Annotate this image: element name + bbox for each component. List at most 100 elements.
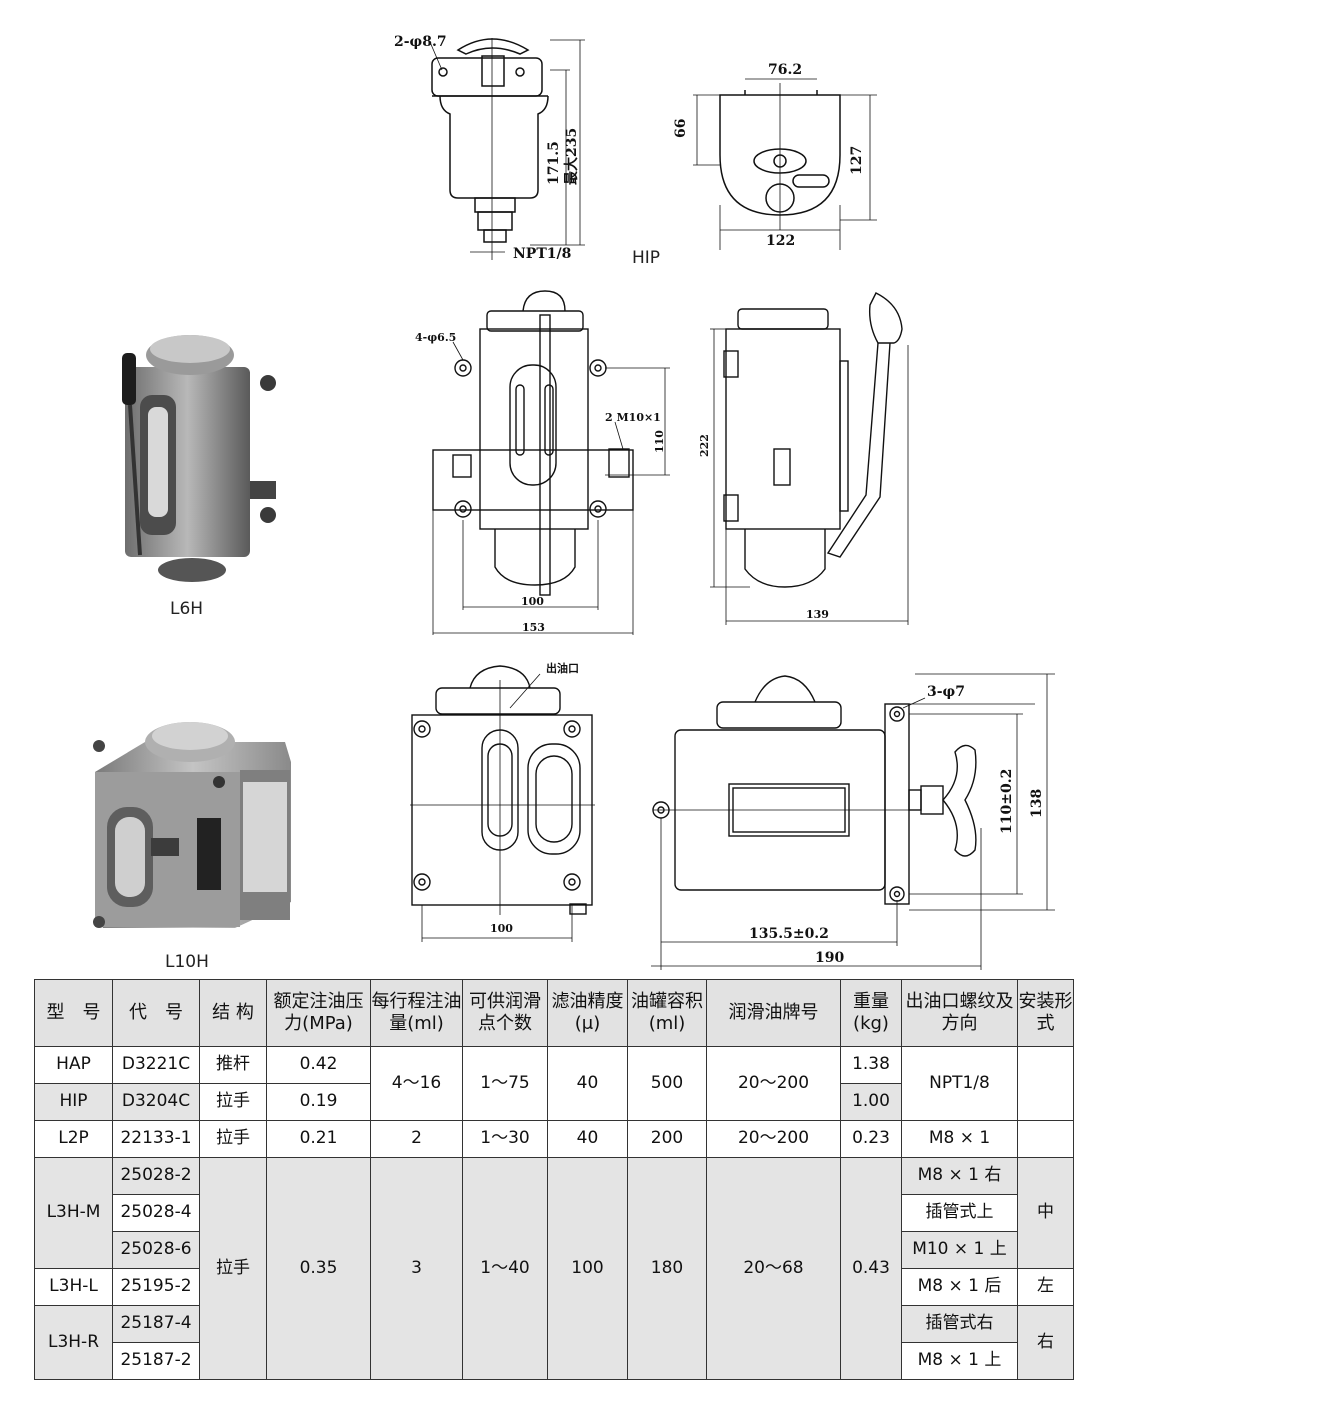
header-filter: 滤油精度(μ) [547, 979, 628, 1047]
table-row-l3h-m-3: 25028-6 M10 × 1 上 [35, 1231, 1074, 1269]
l6h-110-label: 110 [653, 430, 666, 453]
cell-mount: 左 [1017, 1268, 1074, 1306]
hip-thread-label: NPT1/8 [513, 246, 571, 262]
cell-weight: 1.00 [840, 1083, 902, 1121]
cell-oil: 20～200 [706, 1046, 841, 1121]
cell-thread: 插管式上 [901, 1194, 1018, 1232]
header-mount: 安装形式 [1017, 979, 1074, 1047]
l10h-outlet-label: 出油口 [546, 661, 579, 675]
cell-thread: NPT1/8 [901, 1046, 1018, 1121]
table-row-hap: HAP D3221C 推杆 0.42 4～16 1～75 40 500 20～2… [34, 1046, 1074, 1121]
cell-code: 25187-4 [112, 1305, 200, 1343]
l10h-front-drawing: 出油口 100 [410, 661, 595, 942]
cell-structure: 拉手 [199, 1120, 267, 1158]
cell-pressure: 0.21 [266, 1120, 371, 1158]
l10h-holes-label: 3-φ7 [927, 684, 965, 700]
hip-top-width-label: 76.2 [768, 62, 802, 78]
cell-tank: 200 [627, 1120, 707, 1158]
l10h-100-label: 100 [490, 922, 513, 935]
l10h-135-label: 135.5±0.2 [749, 926, 829, 942]
cell-mount: 右 [1017, 1305, 1074, 1380]
header-volume: 每行程注油量(ml) [370, 979, 463, 1047]
hip-max-label: 最大235 [563, 128, 580, 185]
cell-model: HAP [34, 1046, 113, 1084]
cell-structure: 推杆 [199, 1046, 267, 1084]
caption-l6h: L6H [170, 599, 204, 619]
hip-holes-label: 2-φ8.7 [394, 34, 447, 50]
cell-thread: M8 × 1 上 [901, 1342, 1018, 1380]
hip-122-label: 122 [766, 233, 795, 249]
cell-oil: 20～68 [706, 1157, 841, 1380]
l10h-side-drawing: 3-φ7 110±0.2 138 135.5±0.2 190 [651, 673, 1055, 970]
cell-code: D3204C [112, 1083, 200, 1121]
cell-thread: M8 × 1 右 [901, 1157, 1018, 1195]
cell-thread: M8 × 1 [901, 1120, 1018, 1158]
cell-filter: 100 [547, 1157, 628, 1380]
header-code: 代 号 [112, 979, 200, 1047]
table-row-l3h-m-1: L3H-M 25028-2 拉手 0.35 3 1～40 100 180 20～… [34, 1157, 1074, 1380]
cell-model: L3H-M [34, 1157, 113, 1269]
cell-tank: 180 [627, 1157, 707, 1380]
cell-code: 25195-2 [112, 1268, 200, 1306]
l10h-photo [93, 722, 291, 928]
l6h-222-label: 222 [698, 434, 711, 457]
cell-weight: 1.38 [840, 1046, 902, 1084]
table-row-l3h-r-2: 25187-2 M8 × 1 上 [35, 1342, 1074, 1380]
cell-code: 25187-2 [112, 1342, 200, 1380]
l6h-139-label: 139 [806, 608, 829, 621]
cell-model: L2P [34, 1120, 113, 1158]
cell-filter: 40 [547, 1120, 628, 1158]
cell-code: 22133-1 [112, 1120, 200, 1158]
header-weight: 重量(kg) [840, 979, 902, 1047]
cell-code: 25028-2 [112, 1157, 200, 1195]
spec-table: 型 号 代 号 结 构 额定注油压力(MPa) 每行程注油量(ml) 可供润滑点… [34, 979, 1074, 1380]
cell-filter: 40 [547, 1046, 628, 1121]
l6h-front-drawing: 4-φ6.5 2 M10×1 110 100 153 [415, 290, 670, 635]
l10h-110-label: 110±0.2 [999, 769, 1015, 834]
table-row-l3h-m-2: 25028-4 插管式上 [35, 1194, 1074, 1232]
cell-volume: 4～16 [370, 1046, 463, 1121]
header-structure: 结 构 [199, 979, 267, 1047]
l6h-153-label: 153 [522, 621, 545, 634]
l10h-190-label: 190 [815, 950, 844, 966]
hip-front-drawing: 2-φ8.7 171.5 最大235 NPT1/8 [394, 34, 585, 262]
l6h-100-label: 100 [521, 595, 544, 608]
cell-mount [1017, 1120, 1074, 1158]
l6h-side-drawing: 222 139 [698, 292, 909, 625]
cell-structure: 拉手 [199, 1157, 267, 1380]
cell-code: 25028-6 [112, 1231, 200, 1269]
cell-mount [1017, 1046, 1074, 1121]
cell-tank: 500 [627, 1046, 707, 1121]
cell-model: HIP [34, 1083, 113, 1121]
table-row-l2p: L2P 22133-1 拉手 0.21 2 1～30 40 200 20～200… [34, 1120, 1074, 1158]
cell-code: 25028-4 [112, 1194, 200, 1232]
cell-oil: 20～200 [706, 1120, 841, 1158]
header-tank: 油罐容积(ml) [627, 979, 707, 1047]
cell-thread: M10 × 1 上 [901, 1231, 1018, 1269]
cell-model: L3H-L [34, 1268, 113, 1306]
header-oil: 润滑油牌号 [706, 979, 841, 1047]
cell-volume: 3 [370, 1157, 463, 1380]
header-points: 可供润滑点个数 [462, 979, 548, 1047]
cell-points: 1～30 [462, 1120, 548, 1158]
hip-side-drawing: 76.2 66 127 122 [673, 62, 877, 250]
cell-code: D3221C [112, 1046, 200, 1084]
cell-points: 1～75 [462, 1046, 548, 1121]
caption-l10h: L10H [165, 952, 209, 972]
l6h-photo [122, 335, 276, 582]
table-header-row: 型 号 代 号 结 构 额定注油压力(MPa) 每行程注油量(ml) 可供润滑点… [34, 979, 1074, 1047]
cell-mount: 中 [1017, 1157, 1074, 1269]
table-row-hip: HIP D3204C 拉手 0.19 1.00 [34, 1083, 1074, 1121]
hip-66-label: 66 [673, 119, 689, 138]
cell-weight: 0.43 [840, 1157, 902, 1380]
hip-127-label: 127 [849, 146, 865, 175]
hip-height-label: 171.5 [546, 141, 562, 185]
header-model: 型 号 [34, 979, 113, 1047]
cell-structure: 拉手 [199, 1083, 267, 1121]
cell-pressure: 0.35 [266, 1157, 371, 1380]
cell-volume: 2 [370, 1120, 463, 1158]
header-thread: 出油口螺纹及方向 [901, 979, 1018, 1047]
cell-points: 1～40 [462, 1157, 548, 1380]
table-row-l3h-r-1: L3H-R 25187-4 插管式右 右 [34, 1305, 1074, 1380]
header-pressure: 额定注油压力(MPa) [266, 979, 371, 1047]
